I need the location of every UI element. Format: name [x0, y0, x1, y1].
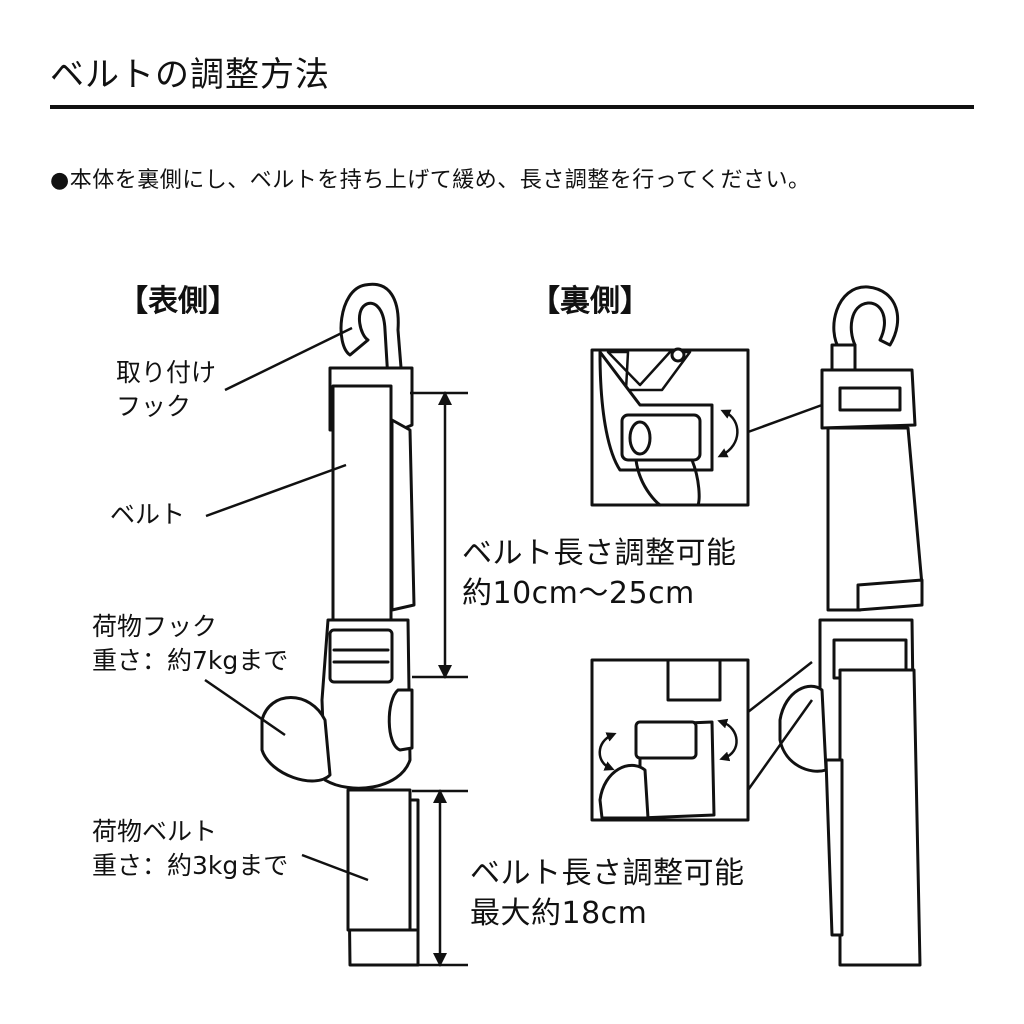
title-divider — [50, 105, 974, 109]
cargo-belt-label: 荷物ベルト 重さ：約3kgまで — [92, 817, 289, 880]
front-device — [260, 282, 420, 967]
side-ring — [387, 688, 414, 752]
back-device — [778, 285, 924, 967]
rotate-arrow-icon — [717, 718, 738, 762]
leader-lines — [204, 326, 823, 882]
front-view-heading: 【表側】 — [118, 284, 238, 319]
back-belt-bottom — [838, 668, 922, 967]
upper-adjust-range: ベルト長さ調整可能 約10cm〜25cm — [462, 536, 737, 611]
mount-hook-icon — [339, 282, 404, 382]
dimension-marks — [410, 391, 468, 967]
instruction-text: ●本体を裏側にし、ベルトを持ち上げて緩め、長さ調整を行ってください。 — [50, 168, 811, 193]
cargo-hook-label: 荷物フック 重さ：約7kgまで — [92, 612, 289, 675]
back-mount-hook-icon — [832, 285, 900, 352]
inset-top-detail — [590, 347, 750, 507]
page-title: ベルトの調整方法 — [50, 55, 330, 95]
rotate-arrow-icon — [598, 732, 617, 771]
rotation-arrows — [598, 409, 739, 771]
cargo-hook-icon — [260, 696, 332, 783]
front-belt — [331, 384, 393, 626]
lower-adjust-range: ベルト長さ調整可能 最大約18cm — [470, 856, 745, 931]
back-cargo-hook-icon — [778, 684, 828, 773]
mount-hook-label: 取り付け フック — [116, 358, 217, 421]
rotate-arrow-icon — [717, 409, 739, 458]
belt-label: ベルト — [110, 500, 186, 529]
inset-bottom-detail — [590, 658, 750, 822]
back-view-heading: 【裏側】 — [530, 284, 650, 319]
buckle — [328, 628, 394, 684]
rear-belt-strip — [390, 418, 416, 612]
